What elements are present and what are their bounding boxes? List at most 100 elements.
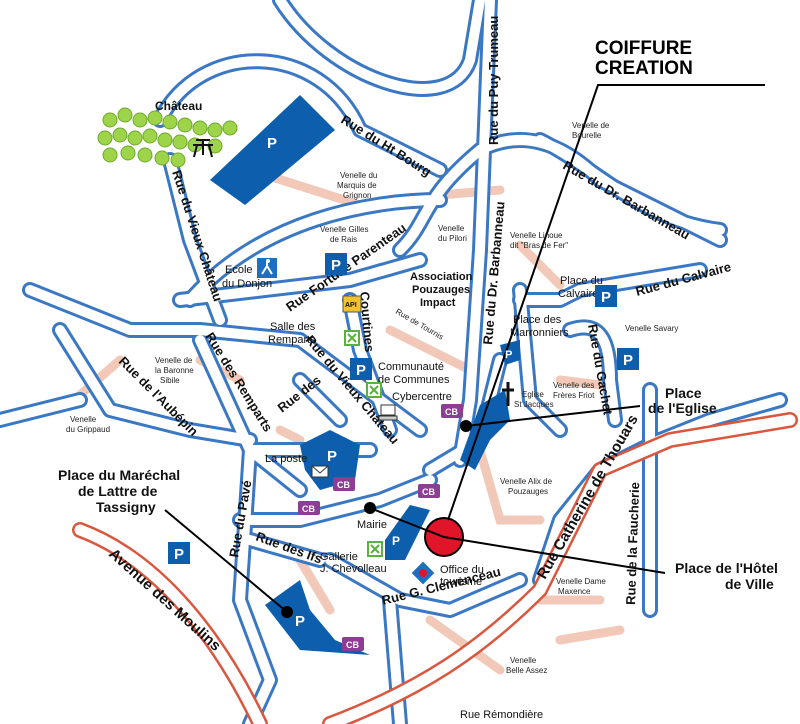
green-cross-icon	[344, 330, 360, 346]
venelle-baronne-3: Sibile	[160, 376, 180, 385]
cb-badge[interactable]	[333, 477, 355, 491]
parking-icon[interactable]: P	[267, 135, 277, 152]
svg-text:API: API	[345, 302, 357, 309]
parking-icon[interactable]	[168, 542, 190, 564]
label-galerie-1: Gallerie	[320, 551, 358, 563]
computer-icon	[378, 404, 398, 421]
label-eglise-2: St Jacques	[514, 400, 554, 409]
label-chateau: Château	[155, 99, 202, 113]
chateau-trees	[97, 107, 238, 168]
parking-icon[interactable]	[325, 253, 347, 275]
parking-icon[interactable]	[617, 348, 639, 370]
label-office-2: tourisme	[440, 576, 482, 588]
place-eglise-line1: Place	[665, 385, 702, 401]
label-mairie: Mairie	[357, 519, 387, 531]
api-logo-icon: API	[342, 295, 362, 313]
street-puy-trumeau: Rue du Puy Trumeau	[486, 16, 501, 145]
parking-icon-label: P	[174, 546, 184, 563]
venelle-linoue-2: dit "Bras de Fer"	[510, 241, 568, 250]
label-communaute-2: de Communes	[378, 374, 450, 386]
venelle-gilles-2: de Rais	[330, 235, 357, 244]
parking-marronniers-area	[500, 340, 520, 365]
label-association-1: Association	[410, 271, 473, 283]
venelle-alix-1: Venelle Alix de	[500, 477, 553, 486]
parking-icon[interactable]: P	[392, 534, 400, 548]
label-ecole-1: Ecole	[225, 264, 253, 276]
label-poste: La poste	[265, 453, 307, 465]
place-hotel-line2: de Ville	[725, 576, 774, 592]
parking-chateau-area	[210, 95, 335, 205]
cb-badge-label: CB	[302, 504, 315, 514]
tourism-info-icon	[411, 561, 435, 585]
venelle-grippaud-2: du Grippaud	[66, 425, 110, 434]
venelle-belle-1: Venelle	[510, 656, 537, 665]
cb-badge[interactable]	[342, 637, 364, 651]
label-galerie-2: J. Chevolleau	[320, 563, 387, 575]
mail-icon	[311, 465, 329, 478]
place-marechal-line3: Tassigny	[96, 499, 156, 515]
label-ecole-2: du Donjon	[222, 278, 272, 290]
shop-name-line1: COIFFURE	[595, 38, 692, 59]
label-marronniers-1: Place des	[513, 314, 562, 326]
label-salle-2: Remparts	[268, 334, 316, 346]
parking-icon[interactable]: P	[295, 613, 305, 630]
parking-signs: P P P P P P P P P P	[168, 135, 639, 630]
label-office-1: Office du	[440, 564, 484, 576]
place-hotel-line1: Place de l'Hôtel	[675, 560, 778, 576]
place-marechal-line1: Place du Maréchal	[58, 467, 180, 483]
parking-icon-label: P	[623, 352, 633, 369]
street-moulins: Avenue des Moulins	[105, 545, 224, 654]
church-cross-icon	[502, 382, 514, 406]
venelle-grippaud-1: Venelle	[70, 415, 97, 424]
street-ht-bourg: Rue du Ht Bourg	[338, 112, 434, 179]
parking-icon[interactable]	[350, 358, 372, 380]
venelle-linoue-1: Venelle Linoue	[510, 231, 563, 240]
school-icon	[257, 258, 277, 278]
cb-badge-label: CB	[337, 480, 350, 490]
street-remondiere: Rue Rémondière	[460, 709, 543, 721]
parking-icon[interactable]: P	[327, 448, 337, 465]
label-calvaire-2: Calvaire	[558, 288, 598, 300]
venelle-dame-2: Maxence	[558, 587, 591, 596]
cb-badge-label: CB	[346, 640, 359, 650]
shop-name-line2: CREATION	[595, 58, 693, 79]
street-courtines: Courtines	[357, 291, 377, 353]
picnic-table-icon	[193, 139, 213, 158]
venelle-baronne-1: Venelle de	[155, 356, 193, 365]
cb-badge-label: CB	[445, 407, 458, 417]
venelle-freres-1: Venelle des	[553, 381, 594, 390]
green-cross-icon	[367, 541, 383, 557]
venelle-baronne-2: la Baronne	[155, 366, 194, 375]
venelle-marquis-1: Venelle du	[340, 171, 377, 180]
venelle-pilori-2: du Pilori	[438, 234, 467, 243]
parking-icon-label: P	[601, 289, 611, 306]
cb-badge[interactable]	[298, 501, 320, 515]
label-calvaire-1: Place du	[560, 275, 603, 287]
place-marechal-line2: de Lattre de	[78, 483, 158, 499]
label-marronniers-2: Marronniers	[510, 327, 569, 339]
cash-badges: CB CB CB CB CB	[298, 404, 463, 651]
venelle-bourelle-2: Bourelle	[572, 131, 602, 140]
label-association-3: Impact	[420, 297, 456, 309]
parking-icon[interactable]: P	[505, 349, 512, 361]
venelle-bourelle-1: Venelle de	[572, 121, 610, 130]
venelle-marquis-2: Marquis de	[337, 181, 377, 190]
parking-marechal-area	[265, 580, 370, 655]
place-eglise-line2: de l'Eglise	[648, 400, 717, 416]
venelle-marquis-3: Grignon	[343, 191, 371, 200]
label-eglise-1: Eglise	[522, 390, 544, 399]
venelle-savary: Venelle Savary	[625, 324, 678, 333]
cb-badge[interactable]	[418, 484, 440, 498]
venelle-alix-2: Pouzauges	[508, 487, 548, 496]
main-roads	[72, 412, 798, 724]
green-cross-icon	[366, 382, 382, 398]
cb-badge[interactable]	[441, 404, 463, 418]
street-faucherie: Rue de la Faucherie	[623, 482, 642, 605]
label-cyber: Cybercentre	[392, 391, 452, 403]
parking-icon[interactable]	[595, 285, 617, 307]
street-dr-barbanneau-h: Rue du Dr. Barbanneau	[561, 158, 693, 243]
label-communaute-1: Communauté	[378, 361, 444, 373]
leader-lines	[164, 84, 765, 613]
